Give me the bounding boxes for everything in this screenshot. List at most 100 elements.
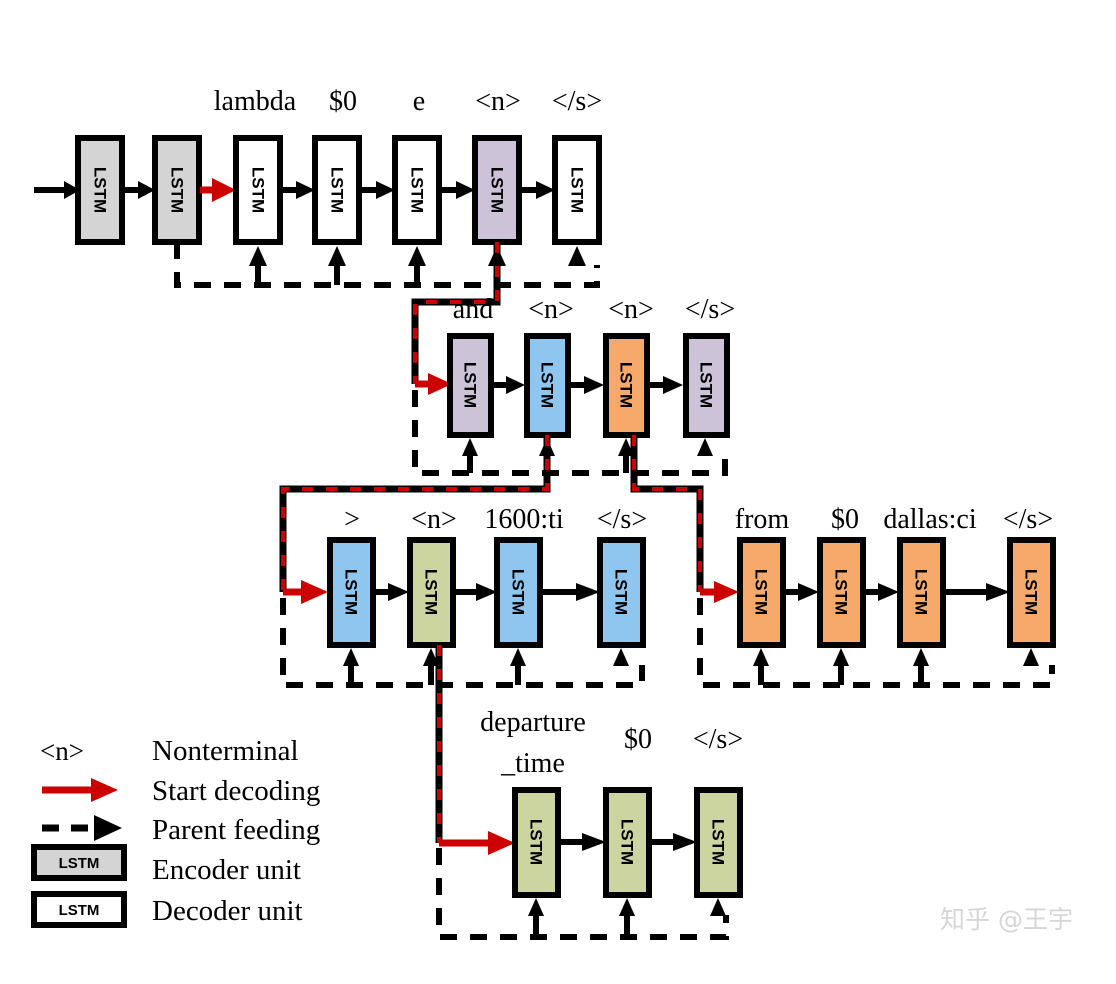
- lstm-cell[interactable]: LSTM: [683, 333, 730, 438]
- lstm-cell[interactable]: LSTM: [737, 537, 786, 648]
- arrow-connector: [568, 376, 604, 394]
- row-2-group: LSTM LSTM LSTM: [412, 294, 735, 476]
- lstm-cell[interactable]: LSTM: [597, 537, 646, 648]
- lstm-cell[interactable]: LSTM: [327, 537, 376, 648]
- lstm-cell[interactable]: LSTM: [512, 787, 561, 898]
- lstm-cell[interactable]: LSTM: [897, 537, 946, 648]
- lstm-cell-text: LSTM: [832, 569, 851, 615]
- lstm-cell-text: LSTM: [538, 362, 557, 408]
- parent-feeding-line: [436, 848, 729, 940]
- token-label: $0: [831, 504, 859, 535]
- lstm-cell[interactable]: LSTM: [152, 135, 202, 245]
- lstm-cell-nonterminal[interactable]: LSTM: [524, 333, 571, 438]
- start-decoding-arrow: [415, 373, 452, 395]
- lstm-cell-text: LSTM: [618, 819, 637, 865]
- arrow-connector: [647, 376, 683, 394]
- start-decoding-arrow: [283, 580, 328, 604]
- legend-decoder-box-icon: LSTM: [31, 891, 127, 928]
- token-label: $0: [624, 724, 652, 755]
- arrow-connector: [783, 583, 819, 601]
- nonterminal-route-3: [630, 435, 704, 592]
- legend-decoder-label: Decoder unit: [152, 895, 303, 927]
- nonterminal-route-1: [411, 242, 501, 384]
- parent-feeding-line: [280, 598, 645, 688]
- lstm-cell-text: LSTM: [697, 362, 716, 408]
- legend-decoder-cell-text: LSTM: [59, 902, 100, 919]
- arrow-connector: [649, 833, 697, 851]
- arrow-connector: [359, 181, 395, 199]
- token-label: lambda: [214, 86, 297, 117]
- lstm-cell-nonterminal[interactable]: LSTM: [407, 537, 456, 648]
- lstm-cell[interactable]: LSTM: [392, 135, 442, 245]
- legend-encoder-cell-text: LSTM: [59, 855, 100, 872]
- lstm-cell[interactable]: LSTM: [817, 537, 866, 648]
- token-label-line2: _time: [500, 748, 565, 779]
- token-label: $0: [329, 86, 357, 117]
- lstm-cell-text: LSTM: [912, 569, 931, 615]
- token-label: </s>: [685, 294, 735, 325]
- arrow-connector: [519, 181, 555, 199]
- lstm-cell[interactable]: LSTM: [552, 135, 602, 245]
- start-decoding-arrow: [700, 581, 739, 603]
- lstm-cell[interactable]: LSTM: [233, 135, 283, 245]
- arrow-connector: [122, 181, 155, 199]
- lstm-cell[interactable]: LSTM: [603, 787, 652, 898]
- legend-dashed-arrow-icon: [42, 815, 122, 841]
- lstm-cell-text: LSTM: [328, 167, 347, 213]
- parent-feeding-line: [697, 598, 1055, 688]
- arrow-connector: [280, 181, 315, 199]
- token-label: and: [453, 294, 493, 325]
- lstm-cell-text: LSTM: [422, 569, 441, 615]
- start-decoding-arrow: [200, 178, 236, 202]
- legend-encoder-box-icon: LSTM: [31, 844, 127, 881]
- legend-parent-feeding-label: Parent feeding: [152, 814, 320, 846]
- arrow-connector: [373, 583, 409, 601]
- lstm-cell[interactable]: LSTM: [312, 135, 362, 245]
- arrow-connector: [558, 833, 606, 851]
- token-label: e: [413, 86, 425, 117]
- token-label: </s>: [693, 724, 743, 755]
- start-decoding-arrow: [439, 831, 515, 855]
- token-label: </s>: [597, 504, 647, 535]
- legend-encoder-label: Encoder unit: [152, 854, 301, 886]
- lstm-cell[interactable]: LSTM: [447, 333, 494, 438]
- lstm-cell[interactable]: LSTM: [694, 787, 743, 898]
- lstm-cell-text: LSTM: [709, 819, 728, 865]
- token-label: <n>: [528, 294, 574, 325]
- lstm-cell-text: LSTM: [408, 167, 427, 213]
- arrow-connector: [540, 583, 600, 601]
- lstm-cell-text: LSTM: [617, 362, 636, 408]
- legend-red-arrow-icon: [42, 778, 118, 802]
- lstm-cell-text: LSTM: [488, 167, 507, 213]
- token-label-line1: departure: [480, 707, 586, 738]
- lstm-cell-text: LSTM: [168, 167, 187, 213]
- lstm-cell-text: LSTM: [461, 362, 480, 408]
- lstm-cell[interactable]: LSTM: [75, 135, 125, 245]
- lstm-cell-nonterminal[interactable]: LSTM: [603, 333, 650, 438]
- token-label: 1600:ti: [484, 504, 564, 535]
- lstm-cell-text: LSTM: [527, 819, 546, 865]
- legend-nonterminal-symbol: <n>: [40, 736, 84, 766]
- lstm-cell-text: LSTM: [568, 167, 587, 213]
- token-label: <n>: [475, 86, 521, 117]
- lstm-cell-text: LSTM: [249, 167, 268, 213]
- lstm-cell-text: LSTM: [612, 569, 631, 615]
- lstm-cell-nonterminal[interactable]: LSTM: [472, 135, 522, 245]
- row-1-group: LSTM LSTM LSTM: [34, 86, 602, 288]
- arrow-connector: [439, 181, 475, 199]
- lstm-cell[interactable]: LSTM: [494, 537, 543, 648]
- token-label: </s>: [552, 86, 602, 117]
- lstm-cell[interactable]: LSTM: [1007, 537, 1056, 648]
- lstm-cell-text: LSTM: [91, 167, 110, 213]
- watermark: 知乎 @王宇: [940, 905, 1073, 934]
- lstm-cell-text: LSTM: [509, 569, 528, 615]
- arrow-connector: [453, 583, 497, 601]
- legend-start-decoding-label: Start decoding: [152, 775, 320, 807]
- arrow-connector: [943, 583, 1010, 601]
- token-label: from: [735, 504, 790, 535]
- token-label: <n>: [608, 294, 654, 325]
- legend-nonterminal-label: Nonterminal: [152, 735, 299, 767]
- row-4-group: LSTM LSTM LSTM departure _time $0 </s>: [436, 707, 743, 940]
